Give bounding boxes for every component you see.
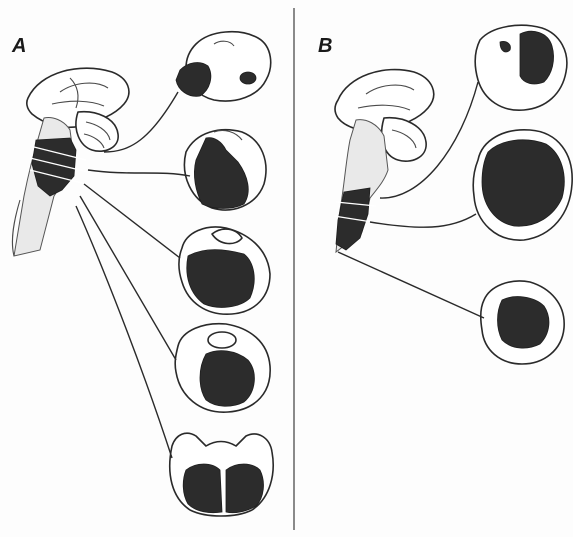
panel-a-section-3 xyxy=(179,227,270,314)
panel-b-section-1 xyxy=(475,25,567,110)
panel-a-section-4 xyxy=(175,324,270,412)
panel-a-section-2 xyxy=(184,130,265,210)
panel-b-section-3 xyxy=(481,281,564,364)
panel-b-brainstem xyxy=(334,120,388,252)
panel-a-brainstem xyxy=(12,118,88,257)
panel-a-section-1 xyxy=(176,32,271,101)
panel-b-section-2 xyxy=(473,130,572,240)
panel-a xyxy=(12,32,273,516)
panel-b xyxy=(334,25,572,364)
panel-a-section-5 xyxy=(170,433,273,516)
